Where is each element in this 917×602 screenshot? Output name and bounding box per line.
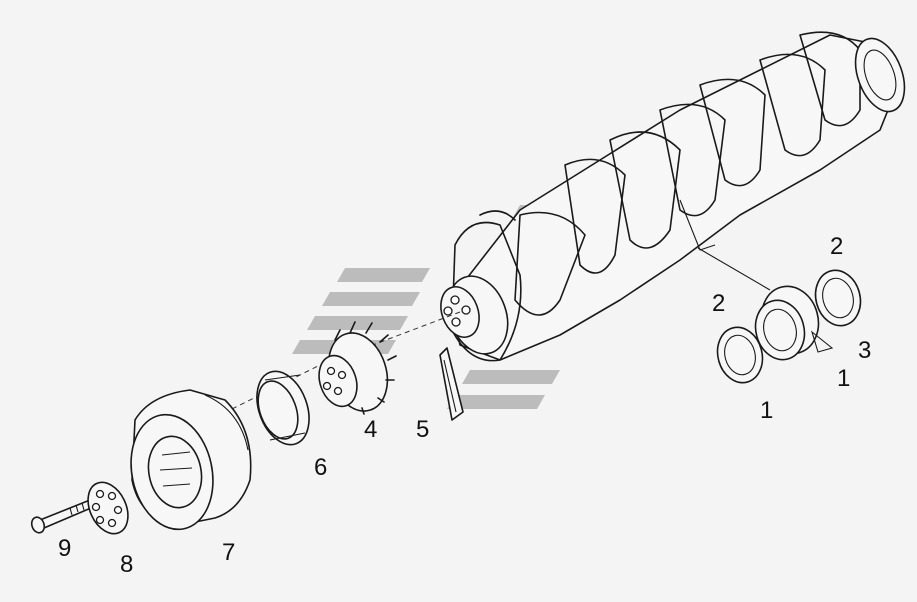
part-2-thrust-ring-left [716,326,764,384]
part-6-seal [256,370,310,446]
callout-2-right: 2 [830,233,844,260]
callout-2-left: 2 [712,290,726,317]
callout-8: 8 [120,551,134,578]
part-2-thrust-ring-right [814,269,862,327]
callout-3: 3 [858,337,872,364]
callout-4: 4 [364,416,378,443]
part-7-pulley [130,389,252,531]
crankshaft [440,31,906,362]
callout-1-right: 1 [837,365,851,392]
part-1-bearing-shells [754,285,834,361]
part-4-gear [318,321,397,415]
callout-7: 7 [222,539,236,566]
part-8-plate [87,481,129,535]
callout-9: 9 [58,535,72,562]
part-5-key [439,347,464,421]
callout-6: 6 [314,454,328,481]
callout-1-lower: 1 [760,397,774,424]
callout-5: 5 [416,416,430,443]
